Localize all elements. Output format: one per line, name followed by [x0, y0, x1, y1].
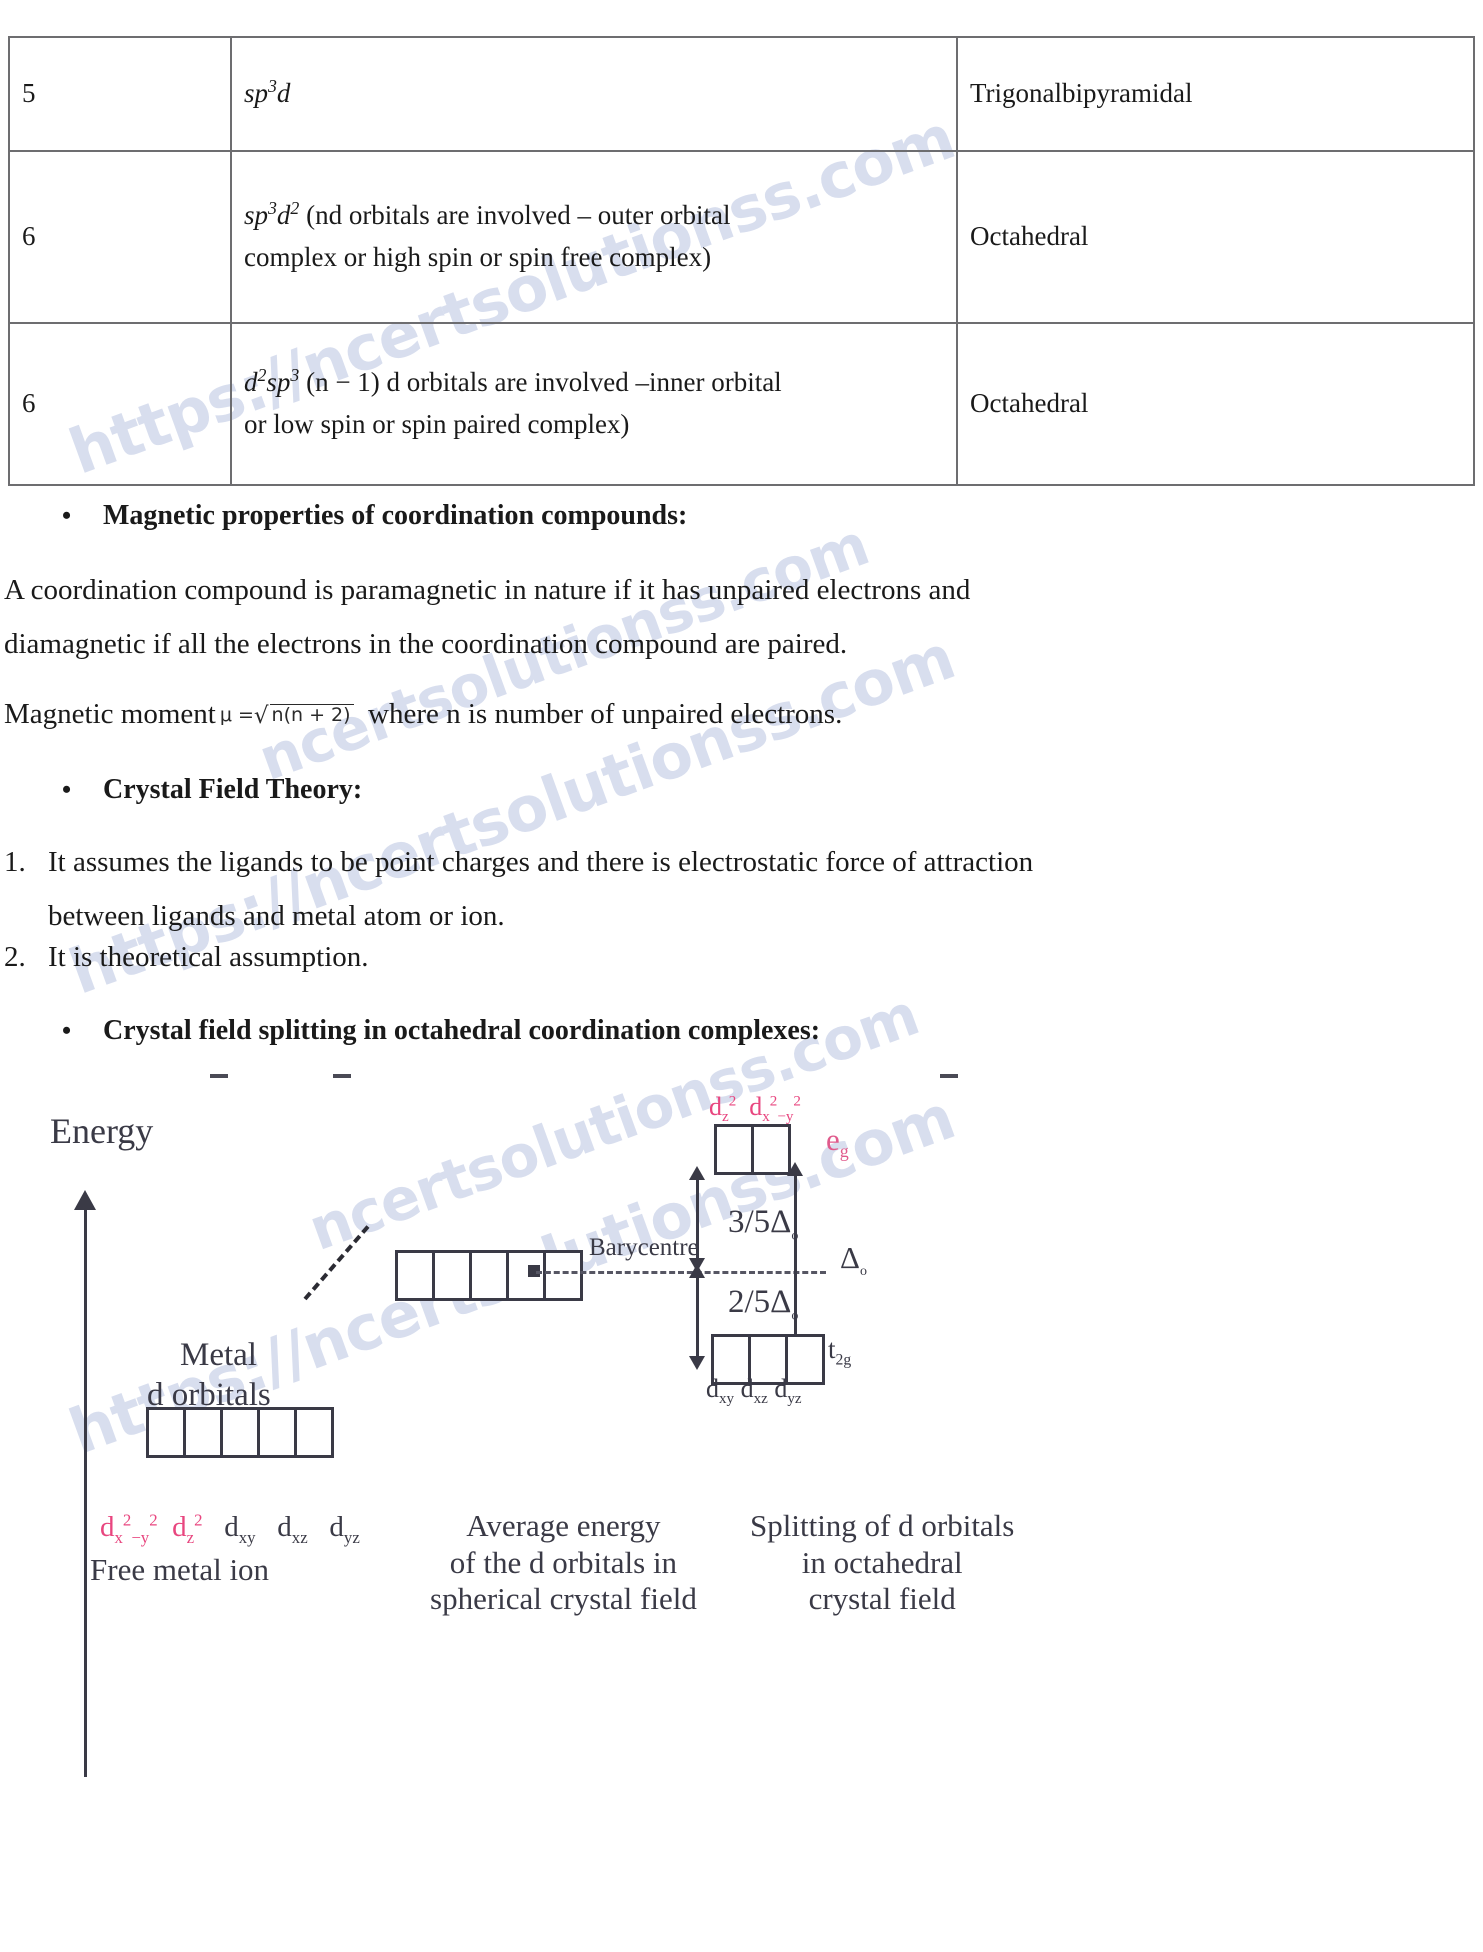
hybridisation-formula: d2sp3	[244, 365, 300, 398]
energy-axis-arrow-icon	[74, 1190, 96, 1210]
orbital-box	[509, 1253, 546, 1298]
average-energy-orbital-boxes	[395, 1250, 583, 1301]
caption-splitting-octahedral: Splitting of d orbitals in octahedral cr…	[750, 1508, 1014, 1618]
eg-orbital-boxes	[714, 1124, 791, 1175]
orbital-box	[435, 1253, 472, 1298]
arrow-head-down-icon	[689, 1356, 705, 1370]
stray-tick-mark	[940, 1074, 958, 1078]
cell-geometry: Octahedral	[956, 150, 1475, 324]
moment-suffix-label: where n is number of unpaired electrons.	[368, 698, 843, 730]
list-item-text: between ligands and metal atom or ion.	[48, 900, 505, 932]
connector-line	[303, 1225, 370, 1301]
list-item-text: It assumes the ligands to be point charg…	[48, 846, 1034, 878]
list-item-cft-1: 1. It assumes the ligands to be point cha…	[4, 846, 1033, 879]
hybridisation-note-line2: or low spin or spin paired complex)	[244, 409, 630, 439]
cell-hybridisation: sp3d2 (nd orbitals are involved – outer …	[230, 150, 958, 324]
delta-o-arrow	[794, 1174, 797, 1370]
orbital-box	[260, 1410, 297, 1455]
hybridisation-formula: sp3d2	[244, 198, 300, 231]
eg-level-label: eg	[826, 1122, 849, 1162]
split-upper-arrow	[696, 1178, 699, 1268]
mu-equals: μ =	[219, 704, 254, 726]
split-lower-label: 2/5Δo	[728, 1284, 798, 1324]
orbital-box	[754, 1127, 788, 1172]
barycentre-dashed-line	[536, 1271, 826, 1274]
caption-average-energy: Average energy of the d orbitals in sphe…	[430, 1508, 697, 1618]
metal-label-line1: Metal	[180, 1337, 257, 1373]
list-item-cft-2: 2. It is theoretical assumption.	[4, 941, 369, 974]
caption-line: crystal field	[808, 1581, 956, 1617]
arrow-head-up-icon	[787, 1162, 803, 1176]
table-row: 6 sp3d2 (nd orbitals are involved – oute…	[8, 150, 1475, 324]
list-item-text: It is theoretical assumption.	[48, 941, 369, 973]
orbital-box	[223, 1410, 260, 1455]
cell-hybridisation: sp3d	[230, 36, 958, 152]
barycentre-anchor-dot	[528, 1265, 540, 1277]
heading-magnetic-properties-label: Magnetic properties of coordination comp…	[103, 500, 688, 531]
sqrt-icon: √	[253, 703, 269, 729]
caption-line: Average energy	[466, 1508, 661, 1543]
free-metal-ion-orbital-labels: dx2−y2 dz2 dxy dxz dyz	[100, 1510, 360, 1547]
t2g-orbital-labels: dxy dxz dyz	[706, 1374, 802, 1408]
metal-label-line2: d orbitals	[147, 1377, 271, 1413]
orbital-box	[717, 1127, 754, 1172]
orbital-box	[751, 1337, 788, 1382]
orbital-box	[472, 1253, 509, 1298]
barycentre-label: Barycentre	[589, 1234, 699, 1261]
stray-tick-mark	[333, 1074, 351, 1078]
cell-coordination-number: 6	[8, 150, 232, 324]
energy-axis-label: Energy	[50, 1111, 154, 1151]
energy-axis-line	[84, 1202, 87, 1777]
cell-geometry: Octahedral	[956, 322, 1475, 486]
caption-line: Splitting of d orbitals	[750, 1508, 1015, 1543]
caption-line: in octahedral	[801, 1544, 963, 1580]
arrow-head-up-icon	[689, 1166, 705, 1180]
heading-crystal-field-theory: Crystal Field Theory:	[62, 774, 362, 806]
heading-crystal-field-theory-label: Crystal Field Theory:	[103, 774, 363, 805]
split-upper-label: 3/5Δo	[728, 1204, 798, 1244]
orbital-box	[714, 1337, 751, 1382]
orbital-box	[398, 1253, 435, 1298]
t2g-level-label: t2g	[828, 1334, 852, 1369]
moment-prefix-label: Magnetic moment	[4, 698, 216, 730]
table-row: 6 d2sp3 (n − 1) d orbitals are involved …	[8, 322, 1475, 486]
table-row: 5 sp3d Trigonalbipyramidal	[8, 36, 1475, 152]
orbital-box	[186, 1410, 223, 1455]
radicand: n(n + 2)	[269, 704, 354, 725]
crystal-field-splitting-diagram: Energy Metal d orbitals Barycentre dz2 d…	[0, 1062, 1200, 1952]
caption-free-metal-ion: Free metal ion	[90, 1552, 270, 1587]
paragraph-magnetic-line1: A coordination compound is paramagnetic …	[4, 574, 971, 606]
heading-magnetic-properties: Magnetic properties of coordination comp…	[62, 500, 687, 532]
hybridisation-table-wrapper: 5 sp3d Trigonalbipyramidal 6 sp3d2 (nd o…	[8, 36, 1475, 486]
list-item-cft-1-cont: between ligands and metal atom or ion.	[48, 900, 505, 933]
list-number: 1.	[4, 846, 26, 878]
free-metal-ion-orbital-boxes	[146, 1407, 334, 1458]
list-number: 2.	[4, 941, 26, 973]
arrow-head-up-icon	[689, 1264, 705, 1278]
orbital-box	[149, 1410, 186, 1455]
orbital-box	[546, 1253, 580, 1298]
hybridisation-formula: sp3d	[244, 76, 291, 109]
t2g-orbital-boxes	[711, 1334, 825, 1385]
magnetic-moment-formula: μ =√n(n + 2)	[216, 704, 354, 728]
hybridisation-note-line1: (nd orbitals are involved – outer orbita…	[306, 200, 731, 231]
heading-crystal-field-splitting-label: Crystal field splitting in octahedral co…	[103, 1015, 821, 1046]
hybridisation-table: 5 sp3d Trigonalbipyramidal 6 sp3d2 (nd o…	[8, 36, 1475, 486]
hybridisation-note-line1: (n − 1) d orbitals are involved –inner o…	[306, 367, 782, 398]
delta-o-label: Δo	[840, 1240, 867, 1280]
split-lower-arrow	[696, 1276, 699, 1366]
eg-orbital-labels: dz2 dx2−y2	[709, 1092, 801, 1126]
cell-coordination-number: 6	[8, 322, 232, 486]
heading-crystal-field-splitting: Crystal field splitting in octahedral co…	[62, 1015, 820, 1047]
caption-line: of the d orbitals in	[449, 1544, 678, 1580]
cell-hybridisation: d2sp3 (n − 1) d orbitals are involved –i…	[230, 322, 958, 486]
stray-tick-mark	[210, 1074, 228, 1078]
hybridisation-note-line2: complex or high spin or spin free comple…	[244, 242, 712, 272]
orbital-box	[297, 1410, 331, 1455]
cell-geometry: Trigonalbipyramidal	[956, 36, 1475, 152]
cell-coordination-number: 5	[8, 36, 232, 152]
caption-line: spherical crystal field	[430, 1581, 697, 1617]
paragraph-magnetic-line2: diamagnetic if all the electrons in the …	[4, 628, 848, 660]
